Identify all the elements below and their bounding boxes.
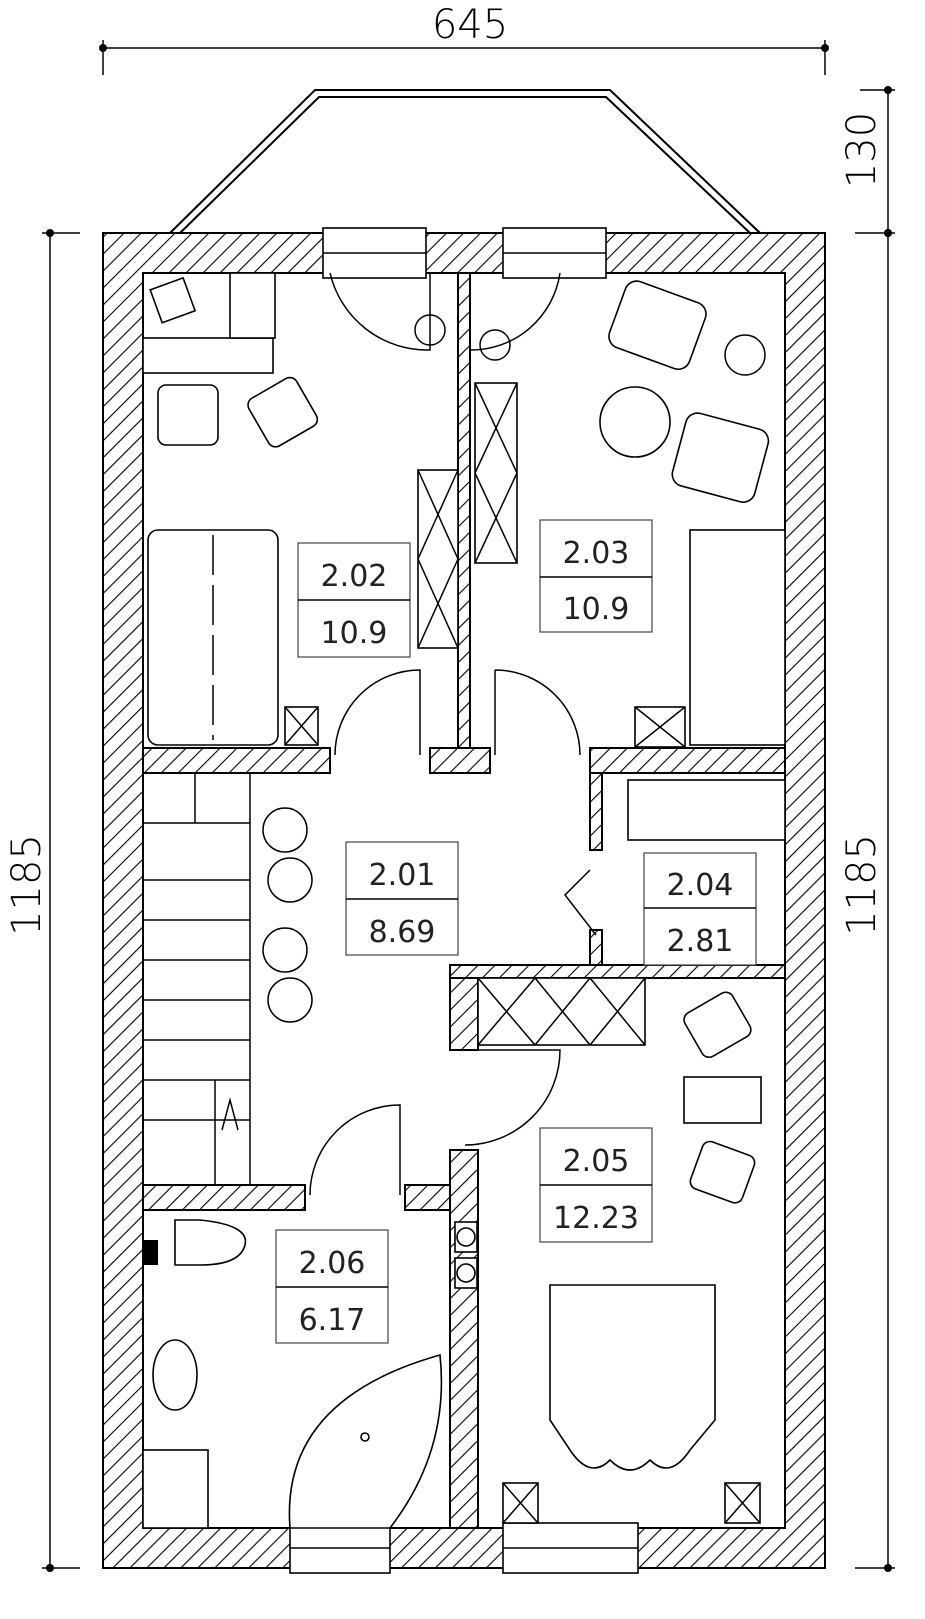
wardrobe-204 xyxy=(627,779,786,841)
staircase xyxy=(142,772,251,1186)
roof-bay xyxy=(169,89,761,234)
dimension-right: 1185 xyxy=(839,229,895,1572)
room-area: 12.23 xyxy=(553,1201,639,1236)
bed-205 xyxy=(549,1284,716,1471)
desk-205 xyxy=(683,1076,762,1124)
room-label-2-03: 2.03 10.9 xyxy=(539,519,653,633)
room-label-2-04: 2.04 2.81 xyxy=(643,852,757,966)
room-number: 2.04 xyxy=(667,868,734,903)
room-area: 10.9 xyxy=(321,616,388,651)
room-area: 2.81 xyxy=(667,924,734,959)
room-area: 8.69 xyxy=(369,915,436,950)
room-area: 6.17 xyxy=(299,1303,366,1338)
room-label-2-01: 2.01 8.69 xyxy=(345,841,459,956)
furniture xyxy=(142,272,786,1529)
doors xyxy=(309,272,597,1196)
dimension-width: 645 xyxy=(432,2,508,48)
dimension-bay-depth: 130 xyxy=(839,112,885,188)
desk xyxy=(142,337,274,374)
room-number: 2.02 xyxy=(321,559,388,594)
room-number: 2.03 xyxy=(563,536,630,571)
dimension-length-left: 1185 xyxy=(4,834,50,936)
room-number: 2.01 xyxy=(369,858,436,893)
dimension-length-right: 1185 xyxy=(839,834,885,936)
room-label-2-06: 2.06 6.17 xyxy=(275,1229,389,1344)
dimension-top: 645 xyxy=(99,2,829,75)
toilet xyxy=(174,1219,247,1266)
room-area: 10.9 xyxy=(563,592,630,627)
dimension-left: 1185 xyxy=(4,229,80,1572)
interior-walls xyxy=(142,272,786,1529)
room-number: 2.05 xyxy=(563,1144,630,1179)
sink xyxy=(152,1339,198,1411)
windows xyxy=(289,227,639,1574)
room-number: 2.06 xyxy=(299,1246,366,1281)
room-label-2-05: 2.05 12.23 xyxy=(539,1127,653,1243)
room-label-2-02: 2.02 10.9 xyxy=(297,542,411,658)
dimension-bay: 130 xyxy=(839,86,895,237)
bed-203 xyxy=(689,529,786,746)
